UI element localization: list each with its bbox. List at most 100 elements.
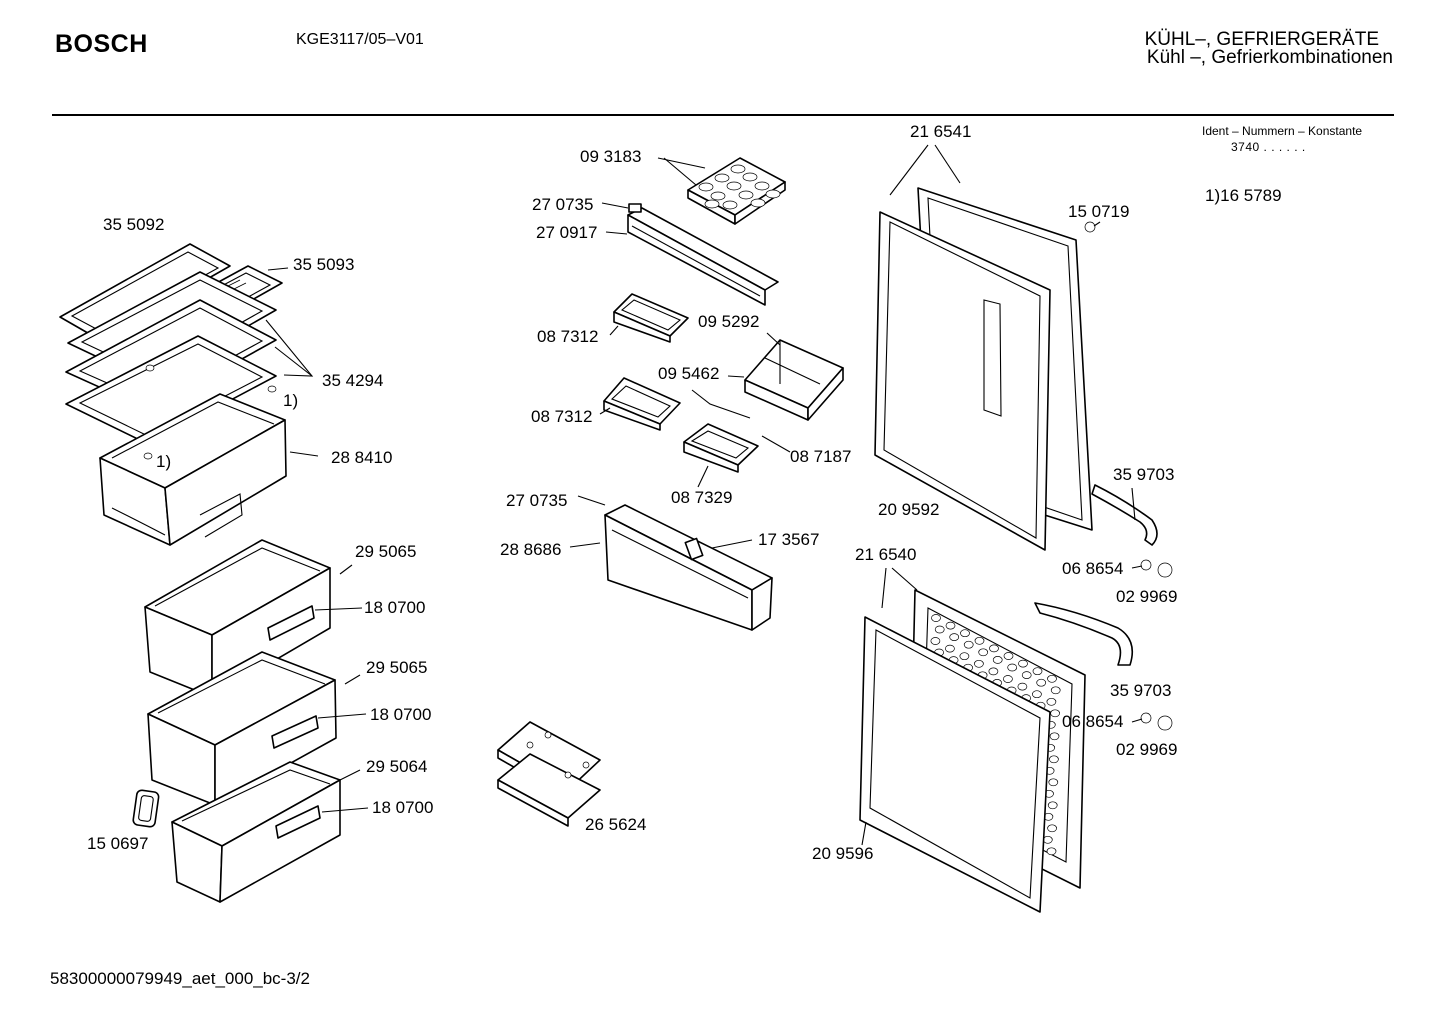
label-295065-b: 29 5065 (366, 658, 428, 677)
hinge-screws (1084, 221, 1173, 731)
dimple (1042, 835, 1053, 844)
dimple (1048, 778, 1059, 787)
label-359703-a: 35 9703 (1113, 465, 1175, 484)
dimple (978, 648, 989, 657)
dimple (1047, 824, 1057, 833)
dimple (1046, 847, 1057, 856)
category-subtitle: Kühl –, Gefrierkombinationen (1146, 47, 1393, 68)
door-rack-upper (627, 203, 779, 306)
ident-constant: 3740 . . . . . . (1231, 140, 1306, 154)
label-288686: 28 8686 (500, 540, 562, 559)
seal-clip (132, 789, 160, 828)
fridge-handle (1091, 484, 1158, 546)
dimple (1036, 678, 1047, 687)
dimple (1032, 690, 1042, 699)
dimple (1047, 674, 1057, 683)
document-id: 58300000079949_aet_000_bc-3/2 (50, 969, 310, 988)
label-095462: 09 5462 (658, 364, 720, 383)
dimple (992, 656, 1003, 664)
label-068654-a: 06 8654 (1062, 559, 1124, 578)
label-029969-a: 02 9969 (1116, 587, 1178, 606)
freezer-handle (1034, 602, 1134, 666)
dimple (1032, 667, 1043, 676)
shelf-frames (65, 271, 277, 445)
dimple (1021, 671, 1032, 679)
label-ref1-lower: 1) (156, 452, 172, 471)
label-095292: 09 5292 (698, 312, 760, 331)
dimple (1046, 697, 1057, 706)
label-216540: 21 6540 (855, 545, 917, 564)
label-068654-b: 06 8654 (1062, 712, 1124, 731)
model-number: KGE3117/05–V01 (296, 31, 424, 48)
label-180700-a: 18 0700 (364, 598, 426, 617)
label-270735-a: 27 0735 (532, 195, 594, 214)
label-180700-c: 18 0700 (372, 798, 434, 817)
dimple (1049, 755, 1059, 764)
label-359703-b: 35 9703 (1110, 681, 1172, 700)
dimple (931, 614, 941, 622)
dimple (1003, 675, 1013, 683)
label-180700-b: 18 0700 (370, 705, 432, 724)
category-title: KÜHL–, GEFRIERGERÄTE (1144, 29, 1379, 50)
bottle-holder (744, 339, 844, 421)
dimple (989, 644, 999, 653)
label-216541: 21 6541 (910, 122, 972, 141)
dimple (945, 644, 955, 653)
label-209596: 20 9596 (812, 844, 874, 863)
dimple (1050, 686, 1061, 695)
label-093183: 09 3183 (580, 147, 642, 166)
door-rack-lower (604, 504, 773, 631)
dimple (960, 629, 970, 638)
dimple (949, 633, 960, 641)
label-209592: 20 9592 (878, 500, 940, 519)
dimple (959, 652, 970, 661)
dimple (945, 621, 956, 630)
freezer-door (859, 589, 1086, 913)
wire-clip (691, 389, 751, 419)
label-270917: 27 0917 (536, 223, 598, 242)
label-354294: 35 4294 (322, 371, 384, 390)
label-355092: 35 5092 (103, 215, 165, 234)
label-295064: 29 5064 (366, 757, 428, 776)
dimple (930, 637, 941, 645)
leader-lines (265, 144, 1143, 846)
dimple (934, 625, 945, 634)
dimple (974, 636, 985, 645)
small-bins (603, 293, 759, 473)
dimple (1049, 732, 1060, 741)
dimple (988, 667, 999, 676)
label-087187: 08 7187 (790, 447, 852, 466)
label-355093: 35 5093 (293, 255, 355, 274)
dimple (1007, 663, 1018, 672)
fridge-door (874, 187, 1093, 551)
crisper-box-large (99, 364, 287, 546)
label-ref1-upper: 1) (283, 391, 299, 410)
label-288410: 28 8410 (331, 448, 393, 467)
dimple (1047, 801, 1058, 810)
label-087312-b: 08 7312 (531, 407, 593, 426)
label-087312-a: 08 7312 (537, 327, 599, 346)
brand-logo: BOSCH (55, 30, 148, 58)
label-087329: 08 7329 (671, 488, 733, 507)
label-029969-b: 02 9969 (1116, 740, 1178, 759)
label-270735-b: 27 0735 (506, 491, 568, 510)
ice-packs (497, 721, 601, 827)
dimple (1003, 652, 1014, 660)
header-divider (52, 114, 1394, 116)
dimple (1018, 659, 1028, 668)
footnote: 1)16 5789 (1205, 186, 1282, 205)
dimple (974, 659, 984, 668)
label-150719: 15 0719 (1068, 202, 1130, 221)
drawer-lower (171, 761, 341, 903)
label-150697: 15 0697 (87, 834, 149, 853)
egg-tray (687, 157, 786, 225)
dimple (963, 640, 974, 649)
label-265624: 26 5624 (585, 815, 647, 834)
dimple (1017, 682, 1028, 691)
label-295065-a: 29 5065 (355, 542, 417, 561)
drawer-middle (147, 651, 337, 806)
label-173567: 17 3567 (758, 530, 820, 549)
ident-label: Ident – Nummern – Konstante (1202, 124, 1363, 138)
dimple (1050, 709, 1060, 718)
